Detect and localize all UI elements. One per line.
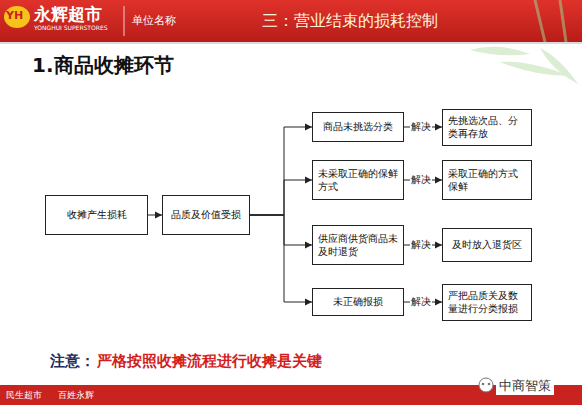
box-text: 品质及价值受损 xyxy=(171,208,241,222)
flow-arrow xyxy=(148,212,162,219)
flow-arrow xyxy=(250,215,312,306)
brand-name: 永辉超市 xyxy=(34,3,102,26)
process-box: 品质及价值受损 xyxy=(162,195,250,235)
box-text: 及时放入退货区 xyxy=(452,238,522,252)
footer-slogan: 民生超市 xyxy=(6,389,42,402)
edge-label: 解决 xyxy=(410,239,432,251)
watermark-icon xyxy=(479,378,493,392)
box-text: 未采取正确的保鲜方式 xyxy=(318,167,398,194)
footer-bar xyxy=(0,385,582,405)
bamboo-decoration xyxy=(535,0,566,42)
section-heading: 三：营业结束的损耗控制 xyxy=(262,11,438,32)
box-text: 未正确报损 xyxy=(333,295,383,309)
process-box: 未采取正确的保鲜方式 xyxy=(312,160,404,200)
note-prefix: 注意： xyxy=(50,352,95,371)
edge-label: 解决 xyxy=(410,296,432,308)
header-bar xyxy=(0,0,582,42)
process-box: 收摊产生损耗 xyxy=(45,195,148,235)
solution-box: 及时放入退货区 xyxy=(442,228,532,262)
edge-label: 解决 xyxy=(410,121,432,133)
flow-arrow xyxy=(250,177,312,216)
process-box: 供应商供货商品未及时退货 xyxy=(312,225,404,265)
process-box: 未正确报损 xyxy=(312,288,404,316)
solution-box: 先挑选次品、分类再存放 xyxy=(442,109,532,146)
flow-arrow xyxy=(250,124,312,216)
header-separator xyxy=(124,6,125,36)
process-box: 商品未挑选分类 xyxy=(312,112,404,142)
bamboo-leaves xyxy=(470,47,578,84)
box-text: 收摊产生损耗 xyxy=(67,208,127,222)
box-text: 采取正确的方式保鲜 xyxy=(448,167,526,194)
slide-title: 1.商品收摊环节 xyxy=(32,52,174,79)
edge-label: 解决 xyxy=(410,174,432,186)
logo-mark: YH xyxy=(6,9,23,22)
box-text: 先挑选次品、分类再存放 xyxy=(448,114,526,141)
note-text: 严格按照收摊流程进行收摊是关键 xyxy=(97,352,322,371)
solution-box: 严把品质关及数量进行分类报损 xyxy=(442,284,532,321)
box-text: 商品未挑选分类 xyxy=(323,120,393,134)
brand-name-latin: YONGHUI SUPERSTORES xyxy=(34,24,108,31)
header-rule xyxy=(0,42,582,44)
watermark: 中商智策 xyxy=(496,377,554,395)
unit-name: 单位名称 xyxy=(132,13,176,28)
box-text: 严把品质关及数量进行分类报损 xyxy=(448,289,526,316)
footer-slogan: 百姓永辉 xyxy=(58,389,94,402)
box-text: 供应商供货商品未及时退货 xyxy=(318,232,398,259)
logo-circle xyxy=(4,6,30,28)
solution-box: 采取正确的方式保鲜 xyxy=(442,160,532,200)
flow-arrow xyxy=(250,215,312,249)
